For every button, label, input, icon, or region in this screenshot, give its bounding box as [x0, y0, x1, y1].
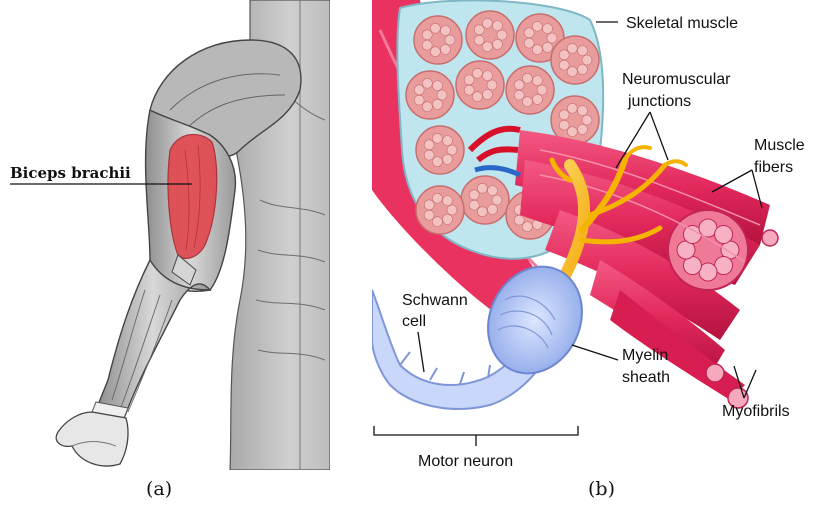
- myofibril-dot: [492, 195, 502, 205]
- myofibril-dot: [430, 23, 440, 33]
- label-junctions-text: junctions: [627, 93, 691, 110]
- label-muscle: Muscle: [754, 137, 805, 154]
- myofibril-dot: [577, 106, 587, 116]
- myofibril-dot: [567, 127, 577, 137]
- label-myelin: Myelin: [622, 347, 668, 364]
- label-motor-neuron: Motor neuron: [418, 453, 513, 470]
- myofibril-dot: [422, 102, 432, 112]
- myofibril-dot: [559, 110, 569, 120]
- panel-b-illustration: [372, 0, 778, 409]
- myofibril-dot: [577, 64, 587, 74]
- caption-b: (b): [588, 478, 615, 500]
- myofibril-dot: [432, 133, 442, 143]
- myofibril-dot: [432, 81, 442, 91]
- fiber-bundle-dot: [715, 225, 733, 243]
- label-sheath: sheath: [622, 369, 670, 386]
- myofibril-dot: [492, 39, 502, 49]
- myofibril-dot: [440, 26, 450, 36]
- myofibril-dot: [442, 154, 452, 164]
- myofibril-dot: [514, 90, 524, 100]
- myofibril-dot: [567, 67, 577, 77]
- label-cell: cell: [402, 313, 426, 330]
- myofibril-dot: [445, 35, 455, 45]
- myofibril-dot: [424, 140, 434, 150]
- myofibril-dot: [469, 190, 479, 200]
- myofibril-dot: [542, 24, 552, 34]
- label-schwann: Schwann: [402, 292, 468, 309]
- myofibril-dot: [497, 30, 507, 40]
- myofibril-dot: [559, 50, 569, 60]
- myofibril-dot: [577, 46, 587, 56]
- myofibril-dot: [469, 200, 479, 210]
- myofibril-dot: [414, 95, 424, 105]
- myofibril-dot: [582, 115, 592, 125]
- myofibril-dot: [567, 43, 577, 53]
- hand: [56, 412, 128, 466]
- myofibril-dot: [474, 35, 484, 45]
- myofibril-dot: [487, 186, 497, 196]
- label-myofibrils: Myofibrils: [722, 403, 790, 420]
- myofibril-dot: [522, 222, 532, 232]
- myofibril-dot: [432, 217, 442, 227]
- myofibril-dot: [432, 99, 442, 109]
- myofibril-dot: [482, 18, 492, 28]
- myofibril-dot: [524, 38, 534, 48]
- myofibril-dot: [422, 78, 432, 88]
- myofibril-dot: [532, 45, 542, 55]
- myofibril-dot: [422, 30, 432, 40]
- myofibril-dot: [474, 25, 484, 35]
- myofibril-dot: [542, 42, 552, 52]
- label-fibers: fibers: [754, 159, 793, 176]
- myofibril-dot: [432, 157, 442, 167]
- myofibril-dot: [472, 92, 482, 102]
- myofibril-dot: [577, 124, 587, 134]
- myofibril-dot: [437, 90, 447, 100]
- myofibril-dot: [464, 85, 474, 95]
- myofibril-dot: [487, 80, 497, 90]
- myofibril-dot: [514, 215, 524, 225]
- myofibril-dot: [532, 94, 542, 104]
- myofibril-dot: [522, 73, 532, 83]
- myofibril-dot: [442, 136, 452, 146]
- myofibril-dot: [547, 33, 557, 43]
- myofibril-dot: [447, 145, 457, 155]
- myofibril-dot: [442, 196, 452, 206]
- myofibril-dot: [532, 76, 542, 86]
- myofibril-dot: [424, 210, 434, 220]
- myofibril-dot: [482, 71, 492, 81]
- myofibril-dot: [477, 207, 487, 217]
- myofibril-dot: [487, 204, 497, 214]
- myofibril-dot: [522, 97, 532, 107]
- myofibril-dot: [514, 80, 524, 90]
- myofibril-dot: [424, 200, 434, 210]
- myofibril-dot: [482, 42, 492, 52]
- myofibril-dot: [559, 60, 569, 70]
- myofibril-dot: [532, 21, 542, 31]
- myofibril-dot: [472, 68, 482, 78]
- caption-a: (a): [146, 478, 172, 500]
- myofibril-dot: [537, 85, 547, 95]
- myofibril-dot: [422, 40, 432, 50]
- myofibril-dot: [430, 47, 440, 57]
- panel-a-arm-illustration: [56, 0, 330, 470]
- myofibril-dot: [524, 28, 534, 38]
- label-neuromuscular: Neuromuscular: [622, 71, 731, 88]
- myofibril-dot: [482, 89, 492, 99]
- myofibril-dot: [582, 55, 592, 65]
- biceps-label: Biceps brachii: [10, 164, 131, 182]
- myofibril-dot: [414, 85, 424, 95]
- myofibril-dot: [464, 75, 474, 85]
- myofibril-dot: [440, 44, 450, 54]
- myofibril-dot: [559, 120, 569, 130]
- myofibril-dot: [424, 150, 434, 160]
- myofibril-dot: [567, 103, 577, 113]
- myofibril-dot: [447, 205, 457, 215]
- label-skeletal-muscle: Skeletal muscle: [626, 15, 738, 32]
- myofibril-dot: [442, 214, 452, 224]
- myofibril-dot: [492, 21, 502, 31]
- motor-neuron-bracket: [374, 426, 578, 446]
- myofibril-dot: [477, 183, 487, 193]
- myofibril-dot: [432, 193, 442, 203]
